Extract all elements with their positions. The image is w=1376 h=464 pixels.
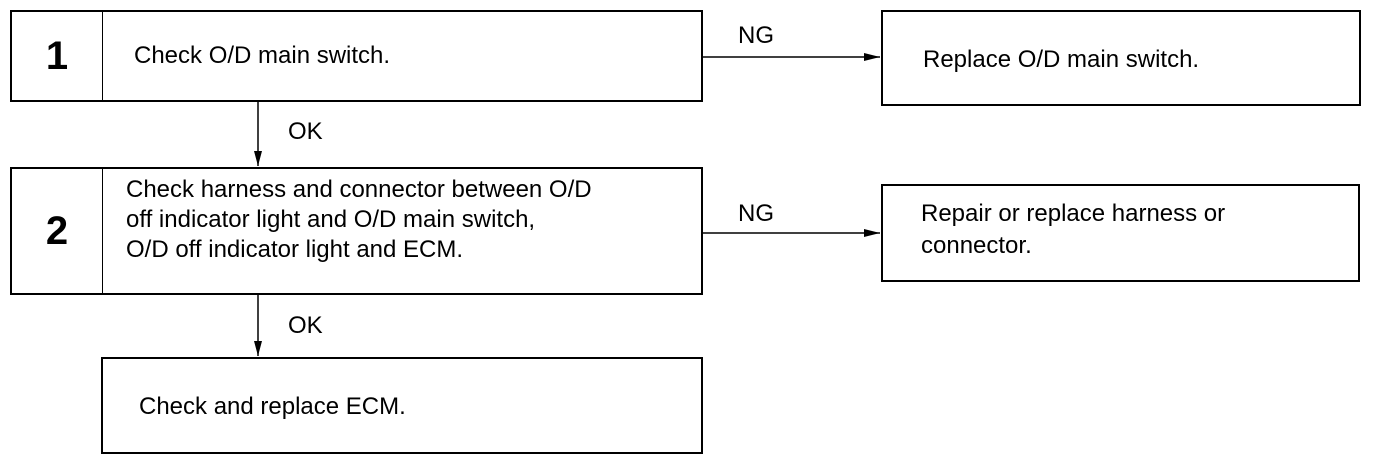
ok-label: OK <box>288 312 323 339</box>
ng-label: NG <box>738 200 774 227</box>
ng-label: NG <box>738 22 774 49</box>
step-number: 2 <box>12 169 103 293</box>
arrowhead-right-icon <box>864 53 880 61</box>
step-number: 1 <box>12 12 103 100</box>
arrowhead-right-icon <box>864 229 880 237</box>
ok-label: OK <box>288 118 323 145</box>
outcome-repair-harness-box: Repair or replace harness or connector. <box>881 184 1360 282</box>
outcome-text: Replace O/D main switch. <box>923 46 1200 73</box>
arrowhead-down-icon <box>254 151 262 166</box>
step-text: Check O/D main switch. <box>134 42 391 69</box>
outcome-replace-switch-box: Replace O/D main switch. <box>881 10 1361 106</box>
outcome-replace-ecm-box: Check and replace ECM. <box>101 357 703 454</box>
step-2-box: 2 Check harness and connector between O/… <box>10 167 703 295</box>
outcome-text: Repair or replace harness or connector. <box>921 200 1226 259</box>
outcome-text: Check and replace ECM. <box>139 392 406 420</box>
step-text: Check harness and connector between O/D … <box>126 176 592 263</box>
arrowhead-down-icon <box>254 341 262 356</box>
step-1-box: 1 Check O/D main switch. <box>10 10 703 102</box>
